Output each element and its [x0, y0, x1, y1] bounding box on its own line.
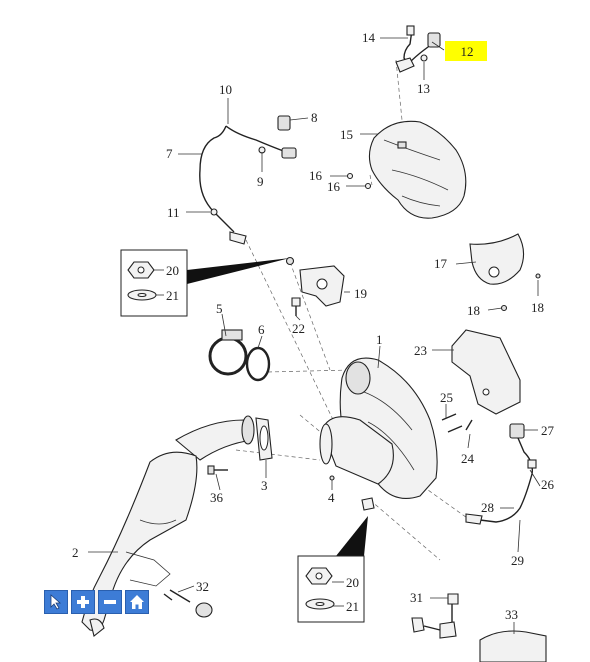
callout-1[interactable]: 1 [376, 332, 383, 347]
callout-23[interactable]: 23 [414, 343, 427, 358]
gasket-6[interactable] [245, 346, 271, 382]
callout-3[interactable]: 3 [261, 478, 268, 493]
zoom-out-button[interactable] [98, 590, 122, 614]
heat-shield-upper[interactable] [346, 120, 467, 219]
callout-17[interactable]: 17 [434, 256, 448, 271]
minus-icon [104, 600, 116, 604]
callout-4[interactable]: 4 [328, 490, 335, 505]
bracket-33[interactable] [479, 630, 547, 662]
detail-box-upper [120, 249, 290, 317]
callout-32[interactable]: 32 [196, 579, 209, 594]
callout-27[interactable]: 27 [541, 423, 555, 438]
callout-7[interactable]: 7 [166, 146, 173, 161]
callout-10[interactable]: 10 [219, 82, 232, 97]
pointer-button[interactable] [44, 590, 68, 614]
bracket-23[interactable] [451, 329, 521, 415]
bracket-19[interactable] [285, 256, 345, 317]
callout-21b[interactable]: 21 [346, 599, 359, 614]
callout-26[interactable]: 26 [541, 477, 555, 492]
callout-leaders [88, 37, 541, 634]
callout-18b[interactable]: 18 [531, 300, 544, 315]
callout-31[interactable]: 31 [410, 590, 423, 605]
oxygen-sensor-left[interactable] [199, 115, 297, 245]
callout-28[interactable]: 28 [481, 500, 494, 515]
callout-16b[interactable]: 16 [327, 179, 341, 194]
callout-24[interactable]: 24 [461, 451, 475, 466]
callout-29[interactable]: 29 [511, 553, 524, 568]
callout-labels: 14 12 13 15 16 16 10 8 7 9 11 20 21 19 2… [72, 30, 555, 622]
callout-13[interactable]: 13 [417, 81, 430, 96]
callout-20a[interactable]: 20 [166, 263, 179, 278]
callout-11[interactable]: 11 [167, 205, 180, 220]
oxygen-sensor-upper[interactable] [395, 25, 441, 73]
callout-19[interactable]: 19 [354, 286, 367, 301]
callout-25[interactable]: 25 [440, 390, 453, 405]
callout-33[interactable]: 33 [505, 607, 518, 622]
zoom-in-button[interactable] [71, 590, 95, 614]
callout-2[interactable]: 2 [72, 545, 79, 560]
callout-22[interactable]: 22 [292, 321, 305, 336]
detail-box-lower [297, 516, 368, 623]
callout-5[interactable]: 5 [216, 301, 223, 316]
callout-20b[interactable]: 20 [346, 575, 359, 590]
callout-6[interactable]: 6 [258, 322, 265, 337]
callout-8[interactable]: 8 [311, 110, 318, 125]
callout-12[interactable]: 12 [461, 44, 474, 59]
callout-9[interactable]: 9 [257, 174, 264, 189]
catalytic-converter-1[interactable] [319, 357, 438, 511]
oxygen-sensor-lower[interactable] [465, 423, 537, 525]
callout-16a[interactable]: 16 [309, 168, 323, 183]
callout-21a[interactable]: 21 [166, 288, 179, 303]
viewer-toolbar [44, 590, 149, 614]
heat-shield-lower[interactable] [469, 233, 541, 312]
studs-24-25[interactable] [441, 413, 473, 433]
bolt-36[interactable] [207, 465, 228, 475]
bolt-31[interactable] [411, 593, 459, 639]
plus-icon [77, 596, 89, 608]
callout-14[interactable]: 14 [362, 30, 376, 45]
assembly-guide-lines [235, 59, 471, 561]
clamp-5[interactable] [208, 329, 248, 376]
callout-18a[interactable]: 18 [467, 303, 480, 318]
callout-36[interactable]: 36 [210, 490, 224, 505]
home-button[interactable] [125, 590, 149, 614]
home-icon [130, 595, 144, 609]
front-pipe-2[interactable] [81, 415, 255, 637]
nut-32[interactable] [169, 589, 213, 618]
callout-12-highlight [445, 41, 487, 61]
gasket-3[interactable] [255, 417, 273, 461]
cursor-arrow-icon [50, 594, 62, 610]
callout-15[interactable]: 15 [340, 127, 353, 142]
